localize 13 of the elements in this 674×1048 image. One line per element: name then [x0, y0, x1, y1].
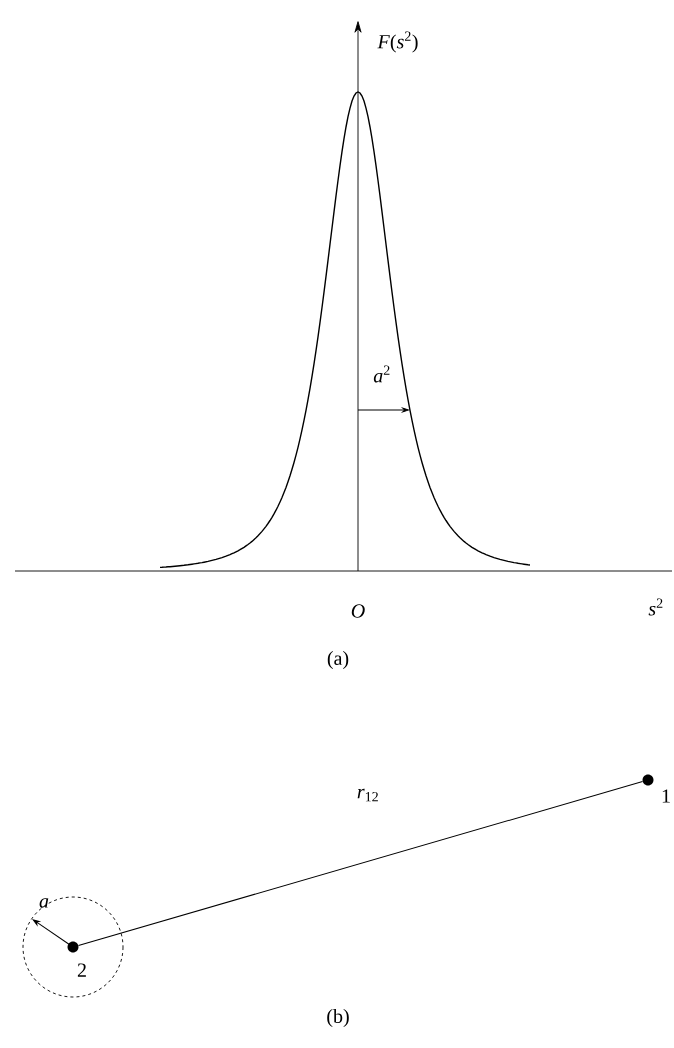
dimension-label: a$^{2}$	[373, 365, 390, 383]
edge-label: r$_{12}$	[357, 788, 378, 802]
origin-label: O	[351, 604, 365, 618]
point-label: 2	[77, 963, 86, 977]
axis-label: F(s$^{2}$)	[377, 31, 418, 53]
panel-label: (a)	[327, 650, 349, 670]
dimension-label: a	[39, 898, 49, 908]
point-label: 1	[662, 789, 670, 803]
line	[77, 781, 644, 946]
point	[67, 941, 79, 953]
panel-label: (b)	[327, 1008, 349, 1028]
point	[642, 774, 654, 786]
axis-label: s$^{2}$	[648, 598, 663, 616]
